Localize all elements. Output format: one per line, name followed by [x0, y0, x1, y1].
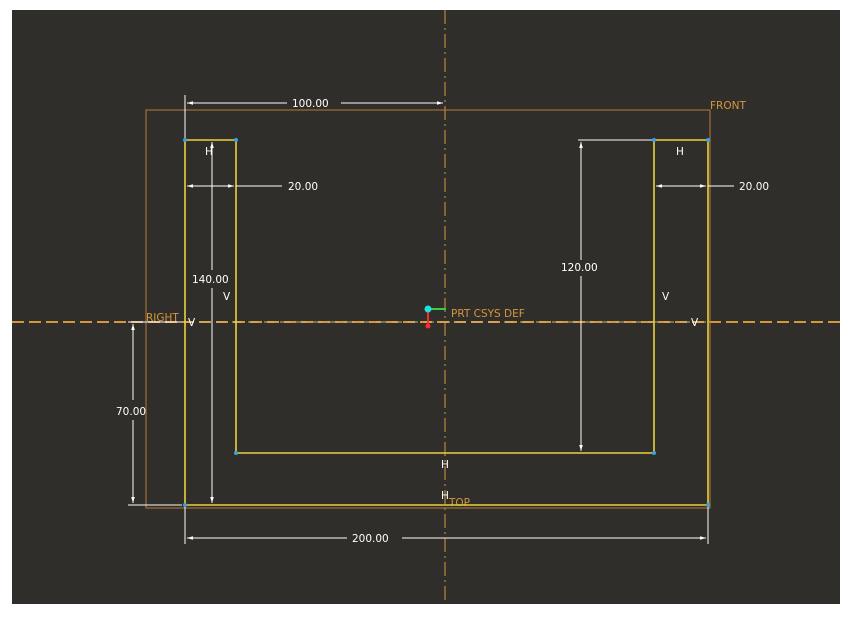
dimension-total-width[interactable]: 200.00 — [184, 507, 709, 545]
constraint-h-right-top[interactable]: H — [676, 146, 684, 158]
svg-text:120.00: 120.00 — [561, 262, 598, 274]
right-datum-label: RIGHT — [146, 312, 179, 324]
svg-text:100.00: 100.00 — [292, 98, 329, 110]
top-datum-label: TOP — [448, 497, 470, 509]
sketch-viewport[interactable]: FRONT RIGHT TOP PRT CSYS DEF 100.00 20.0… — [12, 10, 840, 604]
sketch-canvas[interactable]: FRONT RIGHT TOP PRT CSYS DEF 100.00 20.0… — [12, 10, 840, 604]
csys-icon[interactable] — [424, 305, 447, 329]
svg-text:20.00: 20.00 — [288, 181, 318, 193]
dimension-top-half-width[interactable]: 100.00 — [184, 95, 443, 138]
sketch-vertices — [183, 138, 710, 507]
dimension-left-height[interactable]: 140.00 — [192, 142, 229, 503]
front-datum-label: FRONT — [710, 100, 746, 112]
csys-label: PRT CSYS DEF — [451, 308, 525, 320]
svg-text:20.00: 20.00 — [739, 181, 769, 193]
dimension-left-wall[interactable]: 20.00 — [187, 181, 318, 193]
constraint-v-left-inner[interactable]: V — [223, 291, 231, 303]
constraint-v-left-outer[interactable]: V — [188, 317, 196, 329]
dimension-right-depth[interactable]: 120.00 — [561, 139, 652, 451]
front-plane-outline[interactable] — [145, 109, 711, 509]
dimension-bottom-offset[interactable]: 70.00 — [116, 321, 182, 506]
svg-text:70.00: 70.00 — [116, 406, 146, 418]
constraint-h-left-top[interactable]: H — [205, 146, 213, 158]
dimension-right-wall[interactable]: 20.00 — [656, 181, 769, 193]
constraint-v-right-outer[interactable]: V — [691, 317, 699, 329]
constraint-h-inner-bottom[interactable]: H — [441, 459, 449, 471]
svg-text:200.00: 200.00 — [352, 533, 389, 545]
svg-text:140.00: 140.00 — [192, 274, 229, 286]
constraint-v-right-inner[interactable]: V — [662, 291, 670, 303]
constraint-h-outer-bottom[interactable]: H — [441, 490, 449, 502]
